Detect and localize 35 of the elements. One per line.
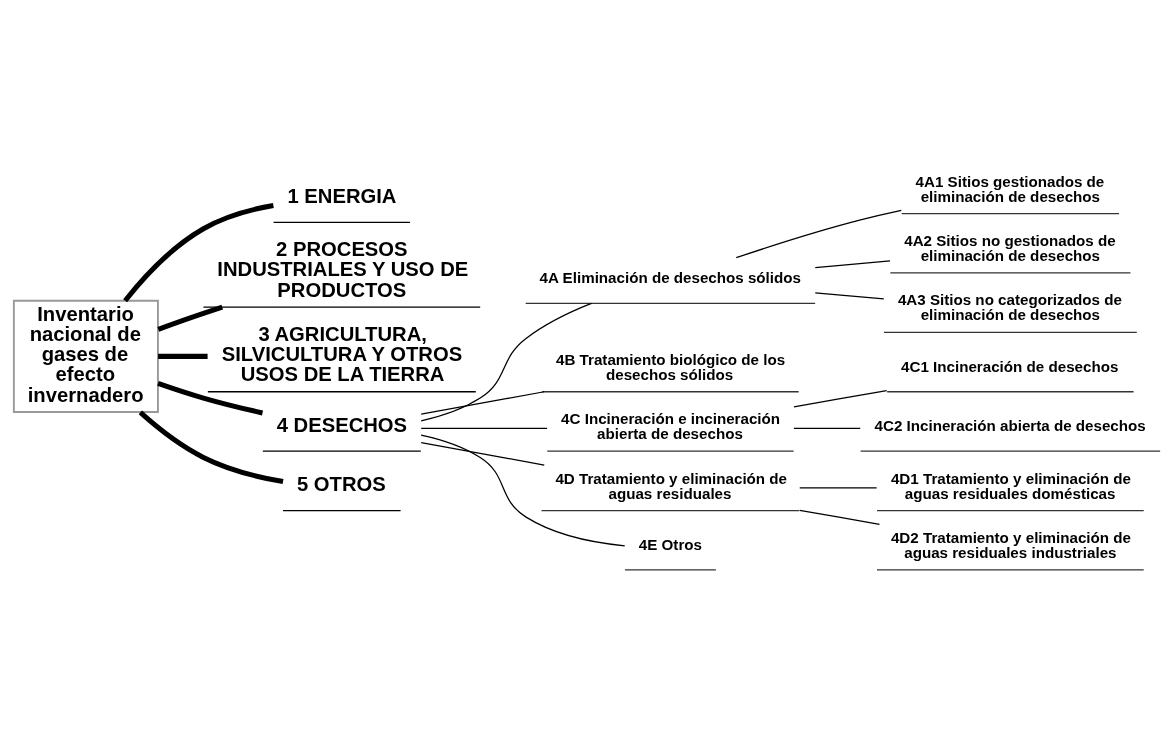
connector <box>157 381 264 416</box>
connector <box>157 304 224 332</box>
connector <box>793 389 888 408</box>
node-text: 1 ENERGIA <box>287 185 397 208</box>
node-text: 4C Incineración e incineración abierta de desechos <box>561 410 781 443</box>
connector <box>158 353 208 359</box>
node-text: 5 OTROS <box>296 473 386 496</box>
connector <box>799 509 881 525</box>
node-text: 4D2 Tratamiento y eliminación de aguas residuales industriales <box>890 528 1132 562</box>
node-text: 4D Tratamiento y eliminación de aguas residuales <box>555 469 788 502</box>
node-text: 3 AGRICULTURA, SILVICULTURA Y OTROS USOS DE LA TIERRA <box>221 322 463 386</box>
connector <box>138 410 284 485</box>
node-text: 4A1 Sitios gestionados de eliminación de desechos <box>915 172 1105 205</box>
node-box: Inventario nacional de gases de efecto invernadero <box>12 299 159 413</box>
connector <box>793 427 861 430</box>
node-text: 4B Tratamiento biológico de los desechos sólidos <box>556 350 786 383</box>
node-text: 4A3 Sitios no categorizados de eliminación de desechos <box>897 291 1122 324</box>
connector <box>814 260 891 269</box>
node-text: 4A2 Sitios no gestionados de eliminación de desechos <box>904 231 1116 265</box>
connector <box>799 487 878 489</box>
node-text: 4E Otros <box>638 535 702 553</box>
connector <box>420 302 593 422</box>
connector <box>420 391 545 415</box>
node-text: 4C1 Incineración de desechos <box>901 357 1119 375</box>
connector <box>123 202 274 303</box>
node-text: 4A Eliminación de desechos sólidos <box>539 269 801 287</box>
node-text: 4C2 Incineración abierta de desechos <box>874 417 1146 435</box>
node-text: 4D1 Tratamiento y eliminación de aguas residuales domésticas <box>890 469 1132 502</box>
connector <box>420 434 626 547</box>
connector <box>420 442 545 466</box>
node-text: 2 PROCESOS INDUSTRIALES Y USO DE PRODUCTOS <box>217 238 469 301</box>
node-text: 4 DESECHOS <box>276 413 408 436</box>
connector <box>814 292 885 300</box>
connector <box>735 209 902 259</box>
connector <box>420 427 548 430</box>
